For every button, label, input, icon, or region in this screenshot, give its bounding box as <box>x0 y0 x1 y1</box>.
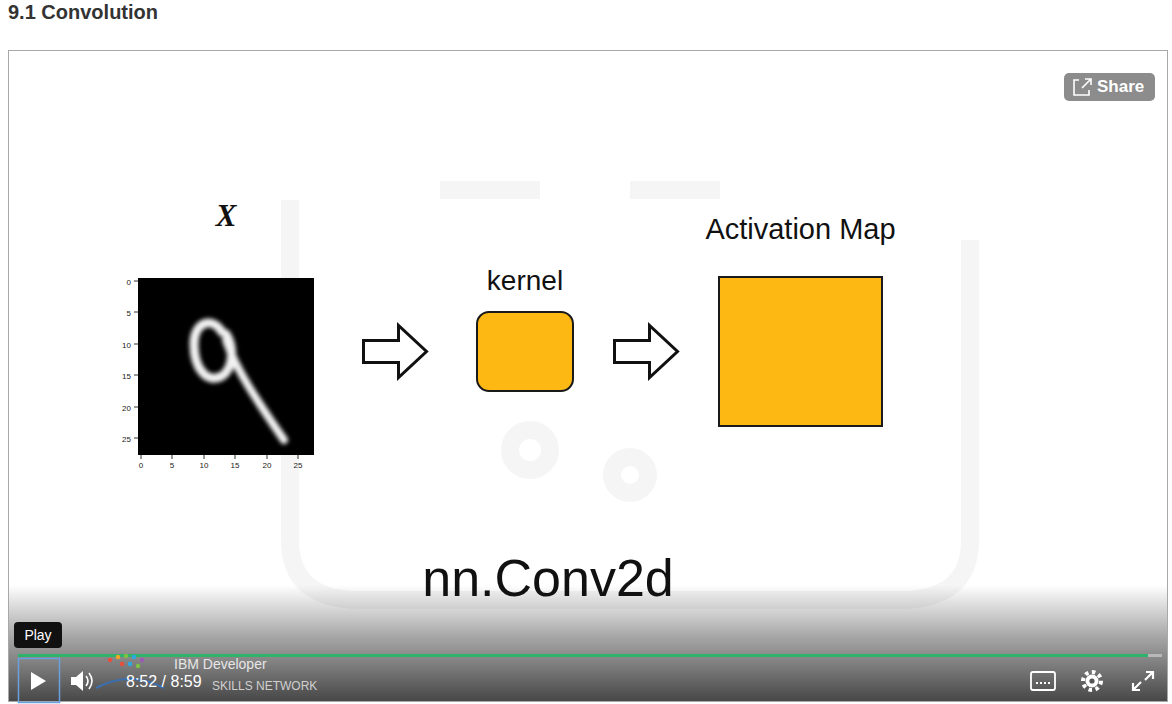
tick-label: 15 <box>122 372 131 381</box>
logo-mark <box>108 658 112 662</box>
node-heading: X <box>216 198 237 234</box>
share-icon <box>1074 79 1091 95</box>
fullscreen-icon <box>1145 672 1153 680</box>
tick-label: 0 <box>127 278 131 287</box>
logo-text: SKILLS NETWORK <box>212 679 317 693</box>
logo-text: IBM Developer <box>174 656 267 672</box>
share-button <box>1064 73 1155 101</box>
tooltip-text: Play <box>24 627 51 643</box>
digit-image <box>138 278 314 455</box>
watermark <box>612 457 648 493</box>
digit-nine <box>194 323 284 440</box>
axis-ticks <box>141 455 298 459</box>
digit-image <box>134 278 314 459</box>
block-arrow <box>615 326 678 378</box>
settings-icon <box>1083 672 1101 690</box>
video-frame <box>9 51 1168 702</box>
digit-nine <box>226 340 284 440</box>
watermark <box>290 190 970 600</box>
logo-mark <box>120 662 124 666</box>
time-display: 8:52 / 8:59 <box>126 673 202 691</box>
caption-text: nn.Conv2d <box>422 548 674 608</box>
settings-icon <box>1089 678 1094 683</box>
node-heading: kernel <box>487 265 563 297</box>
focus-ring <box>19 659 60 703</box>
fullscreen-icon <box>1133 672 1153 690</box>
tooltip-box <box>14 622 62 648</box>
logo-mark <box>132 655 136 659</box>
settings-icon <box>1086 675 1099 688</box>
logo-mark <box>116 655 120 659</box>
page-title: 9.1 Convolution <box>8 1 158 24</box>
share-button <box>1064 73 1155 101</box>
captions-icon <box>1031 672 1055 690</box>
activation-map-box: Activation Map <box>718 276 883 427</box>
image-node: X <box>138 278 314 455</box>
tick-label: 25 <box>294 461 303 470</box>
watermark <box>510 430 550 470</box>
tick-label: 15 <box>231 461 240 470</box>
captions-icon <box>1031 672 1055 690</box>
axis-ticks <box>134 281 138 438</box>
watermark <box>440 181 720 199</box>
logo-mark <box>136 664 140 668</box>
logo-mark <box>140 658 144 662</box>
share-label: Share <box>1097 77 1144 97</box>
settings-icon <box>1083 672 1101 690</box>
tick-label: 5 <box>127 309 131 318</box>
tick-label: 0 <box>139 461 143 470</box>
axis-ticks <box>134 281 298 459</box>
logo-mark <box>124 654 128 658</box>
tick-label: 10 <box>122 341 131 350</box>
tick-label: 5 <box>170 461 174 470</box>
watermark <box>290 200 970 600</box>
volume-icon <box>71 671 83 691</box>
tick-label: 20 <box>122 404 131 413</box>
fullscreen-icon <box>1133 682 1141 690</box>
block-arrow <box>364 326 427 378</box>
kernel-box: kernel <box>476 311 574 392</box>
node-heading: Activation Map <box>705 213 895 246</box>
captions-icon <box>1036 682 1050 684</box>
tick-label: 10 <box>200 461 209 470</box>
volume-icon <box>71 671 92 691</box>
play-icon <box>31 672 46 690</box>
logo-mark <box>128 662 132 666</box>
tick-label: 25 <box>122 435 131 444</box>
volume-icon <box>86 673 92 689</box>
tick-label: 20 <box>263 461 272 470</box>
progress-remaining <box>1148 654 1162 657</box>
